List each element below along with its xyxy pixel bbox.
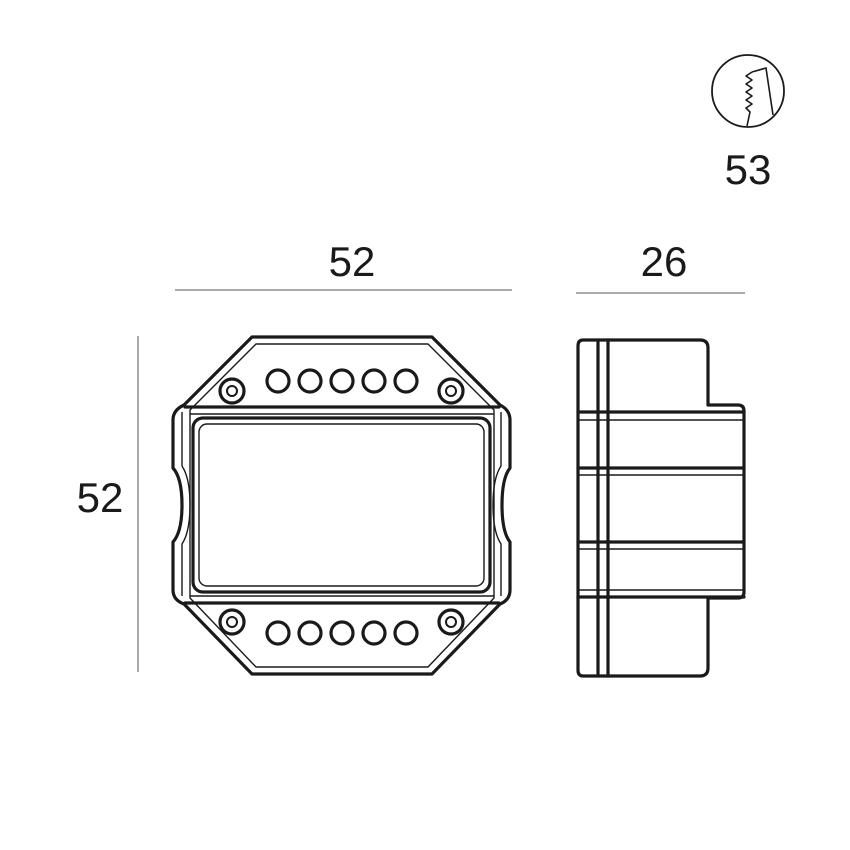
depth-dimension-label: 26 [641,238,688,285]
terminal-hole [297,620,323,646]
terminal-hole [297,368,323,394]
front-window [191,416,492,594]
front-housing-outline [171,335,512,676]
terminal-hole [361,368,387,394]
terminal-hole [265,368,291,394]
screw-icon [218,377,246,405]
terminal-hole [329,368,355,394]
front-window-inner [198,423,485,587]
side-housing-outline [576,338,746,678]
right-flange [492,412,502,596]
wall-cutout-icon [711,54,785,128]
cutout-dimension-label: 53 [725,146,772,193]
terminal-hole [393,620,419,646]
screw-icon [437,377,465,405]
terminal-hole [265,620,291,646]
left-flange [181,412,191,596]
side-view [576,338,746,678]
top-terminal-holes [265,368,419,394]
front-housing-inner-edge [189,343,495,668]
terminal-hole [329,620,355,646]
width-dimension-label: 52 [329,238,376,285]
screw-icon [437,608,465,636]
terminal-hole [393,368,419,394]
screw-icon [218,608,246,636]
bottom-terminal-holes [265,620,419,646]
front-view [171,335,512,676]
terminal-hole [361,620,387,646]
height-dimension-label: 52 [77,474,124,521]
